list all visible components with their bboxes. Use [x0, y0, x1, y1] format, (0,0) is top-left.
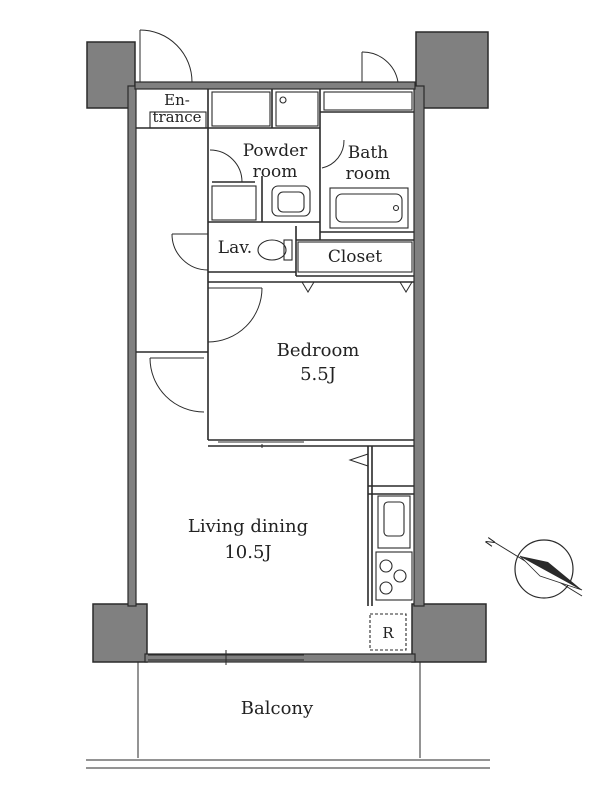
entrance-label-line2: trance — [152, 108, 201, 126]
exterior-walls — [127, 81, 425, 663]
bedroom-label: Bedroom — [277, 340, 360, 361]
column-bottom-right — [411, 603, 487, 663]
living-dining-size-label: 10.5J — [224, 542, 271, 563]
powder-room-label-line2: room — [253, 162, 298, 182]
sliding-doors — [148, 441, 304, 665]
north-label: N — [483, 535, 498, 549]
powder-room-label-line1: Powder — [243, 141, 308, 161]
column-top-left — [86, 41, 136, 109]
bath-room-label-line2: room — [346, 164, 391, 184]
left-wall — [127, 85, 137, 607]
right-wall — [413, 85, 425, 607]
column-top-right — [415, 31, 489, 109]
refrigerator-icon — [369, 613, 407, 651]
fixtures — [149, 91, 413, 651]
structural-columns — [86, 31, 489, 663]
room-labels: En- trance Powder room Bath room Lav. Cl… — [152, 91, 394, 719]
bathtub-icon — [329, 187, 409, 229]
bottom-wall — [144, 653, 416, 663]
refrigerator-label: R — [382, 624, 394, 642]
stove-icon — [375, 551, 413, 601]
living-dining-label: Living dining — [188, 516, 308, 537]
top-wall — [134, 81, 416, 90]
bath-room-label-line1: Bath — [348, 143, 388, 163]
column-bottom-left — [92, 603, 148, 663]
balcony-label: Balcony — [241, 698, 314, 719]
balcony-area — [86, 662, 490, 769]
bedroom-size-label: 5.5J — [300, 364, 336, 385]
toilet-icon — [257, 239, 287, 261]
lav-label: Lav. — [218, 238, 252, 258]
closet-label: Closet — [328, 247, 382, 267]
doors — [139, 29, 413, 467]
kitchen-sink-icon — [377, 495, 411, 549]
entrance-label-line1: En- — [164, 91, 190, 109]
compass: N — [483, 535, 583, 599]
